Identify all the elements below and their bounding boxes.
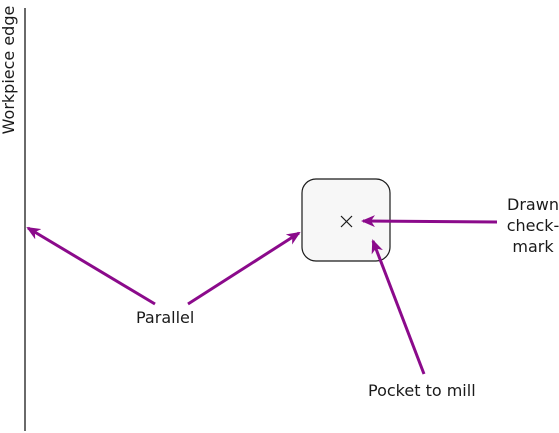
- parallel-label: Parallel: [136, 308, 195, 327]
- cross-mark-icon: [340, 215, 353, 228]
- drawn-checkmark-label: Drawn check- mark: [505, 194, 559, 257]
- drawn-checkmark-line-2: check-: [506, 216, 559, 235]
- parallel-arrow-right: [187, 231, 301, 306]
- parallel-arrow-left: [26, 226, 156, 306]
- drawn-checkmark-line-3: mark: [512, 237, 554, 256]
- pocket-arrow: [371, 239, 426, 375]
- checkmark-arrow: [361, 215, 498, 228]
- drawn-checkmark-line-1: Drawn: [507, 195, 559, 214]
- pocket-to-mill-label: Pocket to mill: [368, 381, 476, 400]
- workpiece-edge-label: Workpiece edge: [0, 5, 18, 135]
